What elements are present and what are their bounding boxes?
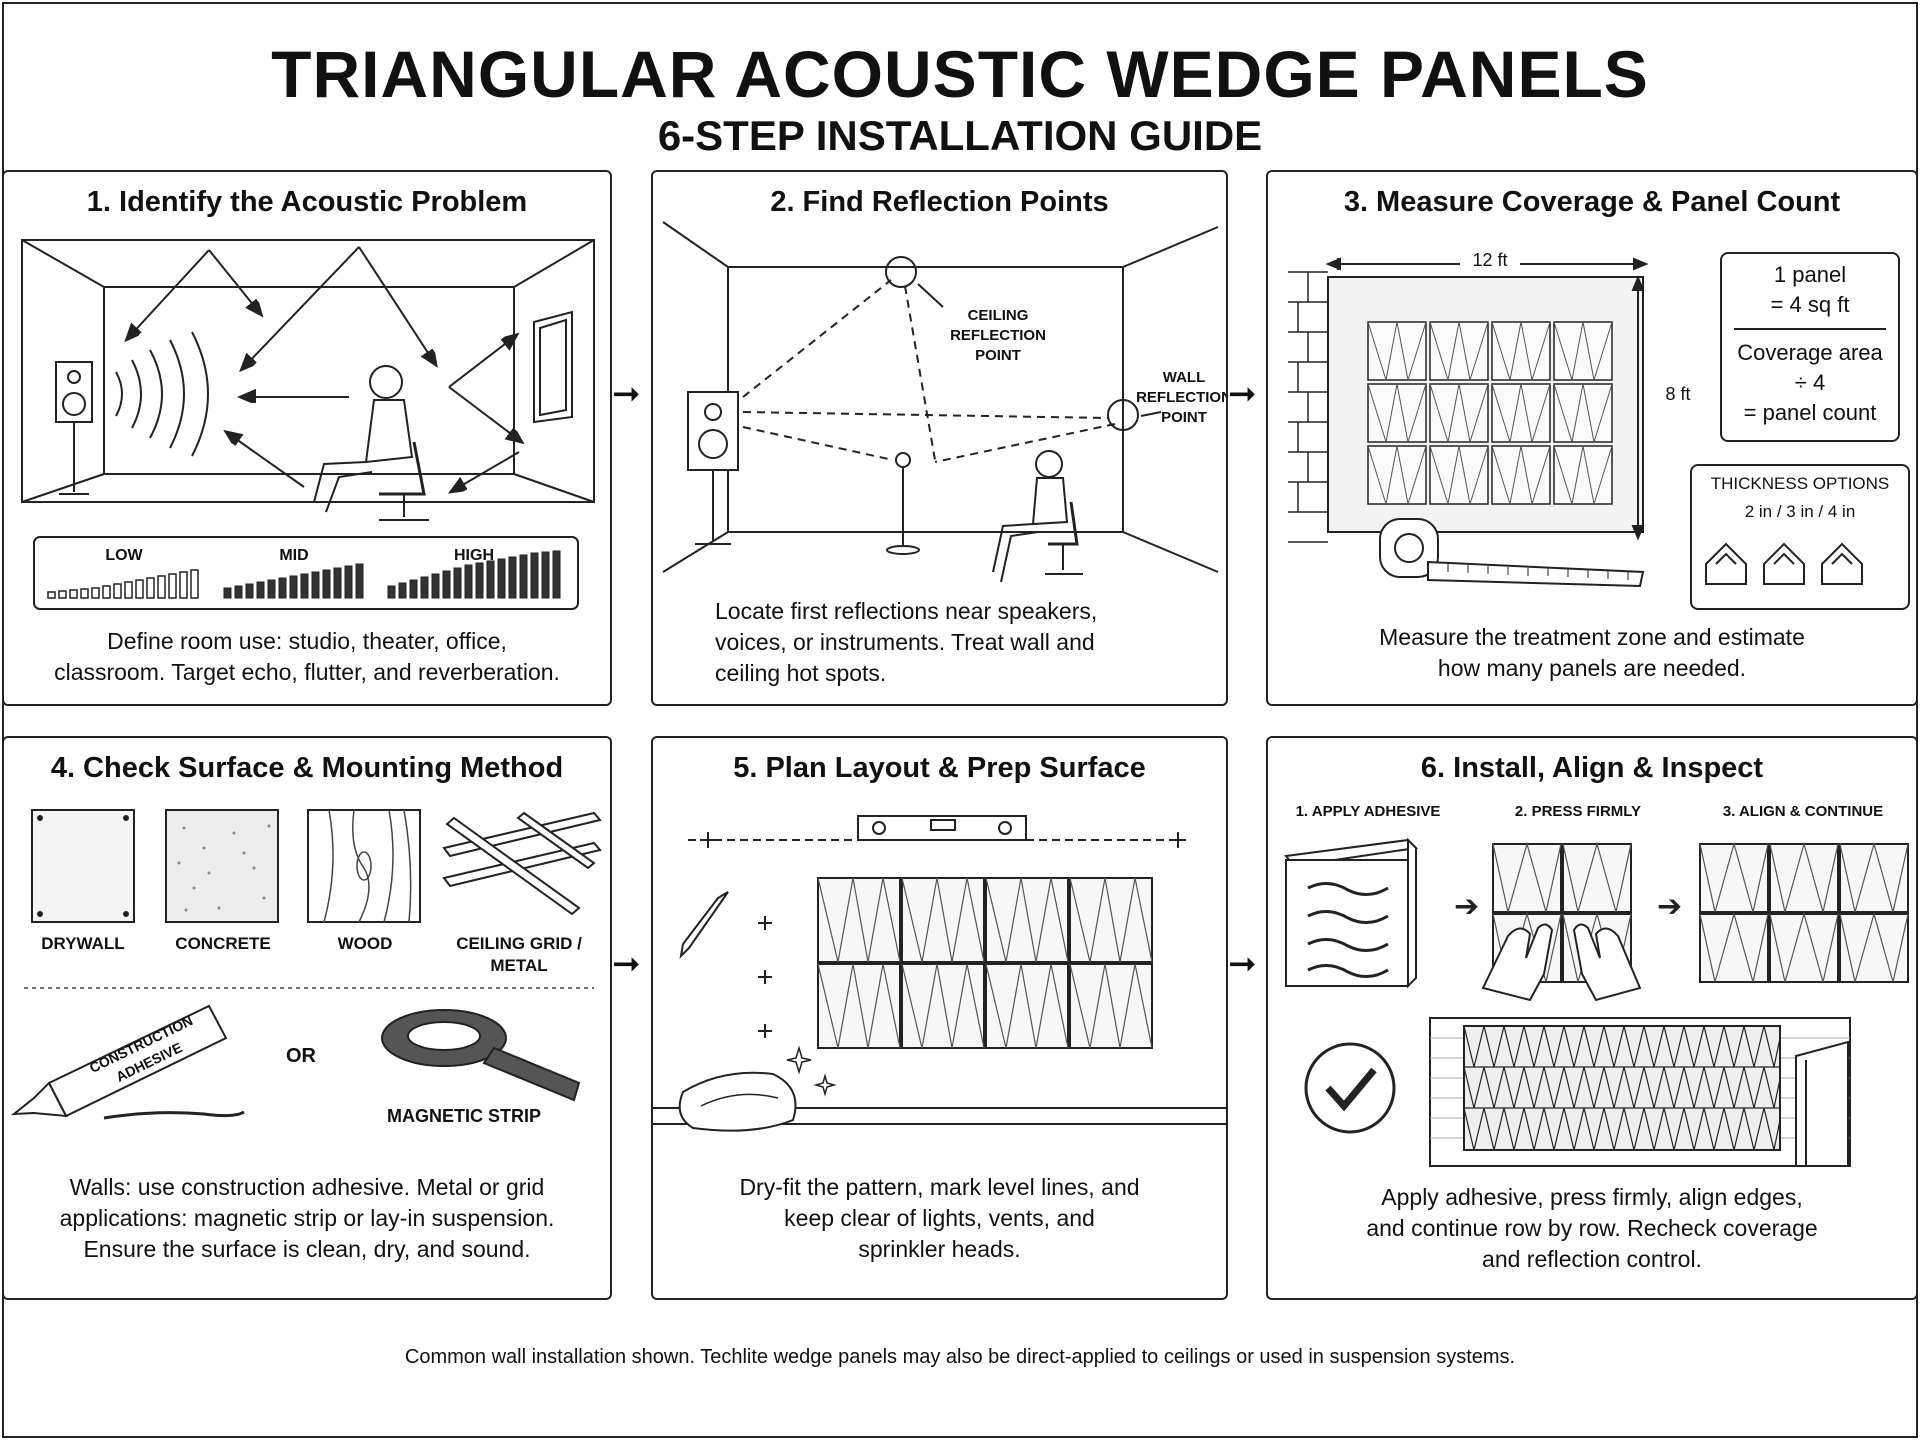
freq-high-label: HIGH — [454, 547, 494, 564]
step-3-panel: 3. Measure Coverage & Panel Count — [1266, 170, 1918, 706]
step-6-caption-line-2: and continue row by row. Recheck coverag… — [1366, 1215, 1818, 1241]
surface-wood-label: WOOD — [337, 934, 393, 953]
panel-count-formula: 1 panel = 4 sq ft Coverage area ÷ 4 = pa… — [1720, 252, 1900, 442]
surface-mounting-illustration — [10, 809, 602, 1120]
formula-line-5: = panel count — [1743, 400, 1877, 425]
step-1-panel: 1. Identify the Acoustic Problem — [2, 170, 612, 706]
coverage-measurement-illustration — [1288, 257, 1863, 588]
step-4-caption-line-1: Walls: use construction adhesive. Metal … — [69, 1174, 545, 1200]
thickness-title: THICKNESS OPTIONS — [1710, 474, 1890, 493]
thickness-options-box — [1690, 464, 1910, 610]
freq-low-label: LOW — [105, 547, 143, 564]
step-2-caption-line-1: Locate first reflections near speakers, — [715, 598, 1098, 624]
step-2-caption-line-2: voices, or instruments. Treat wall and — [715, 629, 1095, 655]
step-3-caption-line-1: Measure the treatment zone and estimate — [1379, 624, 1805, 650]
step-2-title: 2. Find Reflection Points — [770, 186, 1109, 218]
ceiling-label-3: POINT — [975, 347, 1021, 364]
step-2-caption-line-3: ceiling hot spots. — [715, 660, 887, 686]
ceiling-label-2: REFLECTION — [950, 327, 1046, 344]
step-5-caption-line-3: sprinkler heads. — [858, 1236, 1021, 1262]
surface-drywall-label: DRYWALL — [41, 934, 125, 953]
step-5-caption-line-2: keep clear of lights, vents, and — [784, 1205, 1095, 1231]
step-3-title: 3. Measure Coverage & Panel Count — [1343, 186, 1841, 218]
install-steps-illustration: ➔ ➔ — [1284, 837, 1909, 1167]
surface-ceiling-grid-label: CEILING GRID / — [456, 934, 582, 953]
flow-arrow-2-3: ➞ — [1228, 375, 1257, 413]
formula-line-1: 1 panel — [1773, 262, 1847, 287]
ceiling-label-1: CEILING — [967, 307, 1029, 324]
wall-label-1: WALL — [1162, 369, 1206, 386]
install-substep-2: 2. PRESS FIRMLY — [1514, 803, 1642, 820]
freq-mid-label: MID — [279, 547, 309, 564]
step-4-caption-line-2: applications: magnetic strip or lay-in s… — [59, 1205, 555, 1231]
frequency-bars — [47, 569, 199, 599]
step-2-panel: 2. Find Reflection Points — [651, 170, 1228, 706]
step-6-caption-line-3: and reflection control. — [1482, 1246, 1702, 1272]
wall-label-3: POINT — [1161, 409, 1207, 426]
svg-text:➔: ➔ — [1657, 889, 1682, 924]
wall-label-2: REFLECTION — [1136, 389, 1228, 406]
step-3-caption-line-2: how many panels are needed. — [1437, 655, 1747, 681]
coverage-width-label: 12 ft — [1460, 250, 1520, 270]
step-5-panel: 5. Plan Layout & Prep Surface — [651, 736, 1228, 1300]
step-1-caption-line-2: classroom. Target echo, flutter, and rev… — [54, 659, 560, 685]
svg-text:➔: ➔ — [1454, 889, 1479, 924]
surface-concrete-label: CONCRETE — [175, 934, 271, 953]
room-echo-illustration — [21, 239, 595, 610]
footer-note: Common wall installation shown. Techlite… — [404, 1346, 1516, 1368]
coverage-height-label: 8 ft — [1665, 384, 1691, 404]
formula-divider — [1734, 328, 1886, 330]
reflection-points-illustration — [662, 221, 1219, 583]
layout-plan-illustration — [653, 815, 1226, 1132]
flow-arrow-1-2: ➞ — [612, 375, 641, 413]
mounting-or-label: OR — [286, 1045, 316, 1067]
step-4-panel: 4. Check Surface & Mounting Method — [2, 736, 612, 1300]
formula-line-3: Coverage area — [1737, 340, 1883, 365]
step-1-caption-line-1: Define room use: studio, theater, office… — [107, 628, 507, 654]
install-substep-1: 1. APPLY ADHESIVE — [1295, 803, 1441, 820]
page-subtitle: 6-STEP INSTALLATION GUIDE — [657, 112, 1263, 159]
flow-arrow-5-6: ➞ — [1228, 945, 1257, 983]
step-5-title: 5. Plan Layout & Prep Surface — [733, 752, 1146, 784]
install-substep-3: 3. ALIGN & CONTINUE — [1722, 803, 1884, 820]
step-5-caption-line-1: Dry-fit the pattern, mark level lines, a… — [739, 1174, 1140, 1200]
step-4-caption-line-3: Ensure the surface is clean, dry, and so… — [83, 1236, 531, 1262]
step-4-title: 4. Check Surface & Mounting Method — [50, 752, 564, 784]
step-6-caption-line-1: Apply adhesive, press firmly, align edge… — [1381, 1184, 1803, 1210]
step-6-panel: 6. Install, Align & Inspect 1. APPLY ADH… — [1266, 736, 1918, 1300]
step-1-title: 1. Identify the Acoustic Problem — [86, 186, 528, 218]
step-6-title: 6. Install, Align & Inspect — [1420, 752, 1764, 784]
page-title: TRIANGULAR ACOUSTIC WEDGE PANELS — [271, 37, 1649, 111]
magnetic-strip-label: MAGNETIC STRIP — [386, 1106, 541, 1126]
flow-arrow-4-5: ➞ — [612, 945, 641, 983]
formula-line-2: = 4 sq ft — [1770, 292, 1850, 317]
thickness-values: 2 in / 3 in / 4 in — [1744, 502, 1856, 521]
formula-line-4: ÷ 4 — [1794, 370, 1826, 395]
surface-metal-label: METAL — [490, 956, 548, 975]
